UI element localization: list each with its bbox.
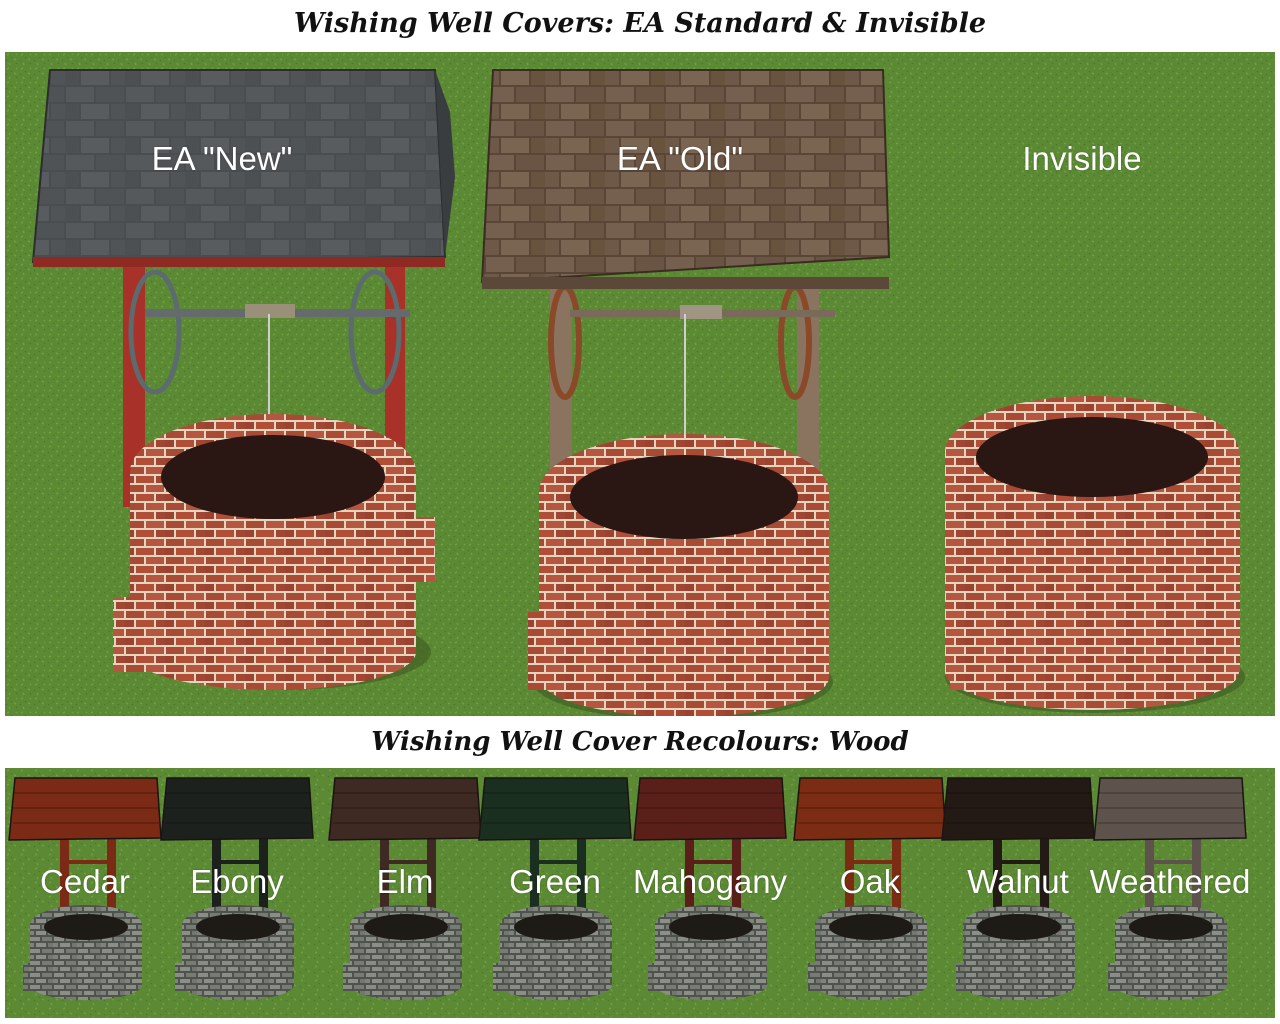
recolours-panel: Cedar Ebony Elm Green Mahogany Oak Walnut Weath… (5, 768, 1275, 1018)
recolour-well-weathered (1093, 777, 1247, 1000)
bottom-title: Wishing Well Cover Recolours: Wood (371, 727, 909, 757)
well-ea-old (480, 69, 891, 716)
recolour-well-ebony (160, 777, 314, 1000)
recolour-well-elm (328, 777, 482, 1000)
recolour-well-walnut (941, 777, 1095, 1000)
recolour-label-cedar: Cedar (40, 863, 130, 900)
recolour-label-walnut: Walnut (967, 863, 1069, 900)
recolour-label-weathered: Weathered (1089, 863, 1251, 900)
recolour-well-oak (793, 777, 947, 1000)
recolour-label-elm: Elm (376, 863, 434, 900)
label-invisible: Invisible (1022, 140, 1142, 177)
recolour-well-mahogany (633, 777, 787, 1000)
top-title: Wishing Well Covers: EA Standard & Invis… (293, 8, 987, 39)
recolour-label-mahogany: Mahogany (632, 863, 788, 900)
recolour-label-green: Green (509, 863, 601, 900)
label-ea-new: EA "New" (151, 140, 293, 177)
standard-covers-panel: EA "New" EA "Old" Invisible (5, 52, 1275, 716)
recolour-well-green (478, 777, 632, 1000)
label-ea-old: EA "Old" (616, 140, 744, 177)
recolour-label-oak: Oak (839, 863, 901, 900)
well-ea-new (31, 69, 455, 690)
well-invisible (945, 396, 1245, 713)
recolour-well-cedar (8, 777, 162, 1000)
recolour-label-ebony: Ebony (190, 863, 284, 900)
